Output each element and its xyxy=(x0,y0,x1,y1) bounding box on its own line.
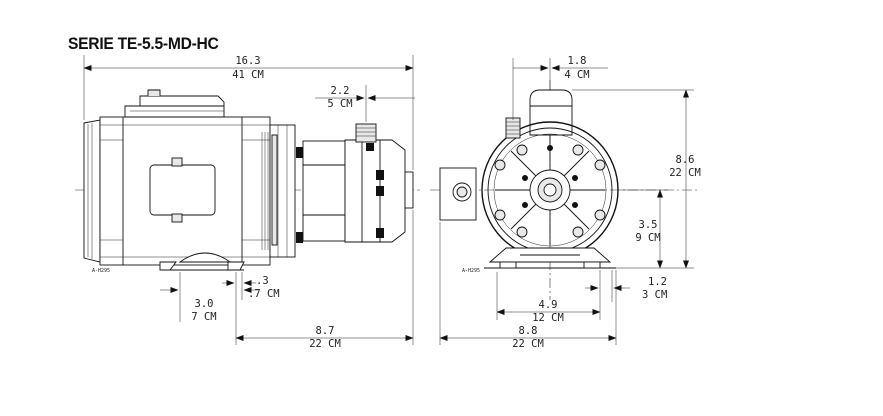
side-length-in: 8.7 xyxy=(316,325,335,337)
top-offset-in: 1.8 xyxy=(568,55,587,67)
junction-box xyxy=(124,95,225,118)
bolt-bottom xyxy=(296,232,303,243)
front-inlet xyxy=(505,117,521,139)
overall-height-cm: 22 CM xyxy=(669,167,701,179)
motor-fins xyxy=(261,132,269,250)
bolt-holes xyxy=(494,144,606,238)
base-height-in: 1.2 xyxy=(648,276,667,288)
shaft-height-in: 3.5 xyxy=(639,219,658,231)
overall-length-cm: 41 CM xyxy=(232,69,264,81)
side-foot-right xyxy=(227,261,245,271)
side-foot-left xyxy=(159,261,177,271)
side-dimensions: 16.3 41 CM 2.2 5 CM .3 .7 CM 3.0 7 CM 8.… xyxy=(83,55,415,350)
top-offset-cm: 4 CM xyxy=(564,69,589,81)
nameplate-screw-top xyxy=(171,157,183,167)
side-base-arch xyxy=(178,252,232,263)
side-view: A-H295 xyxy=(75,89,420,274)
side-part-code: A-H295 xyxy=(92,268,110,274)
conduit-knockout xyxy=(147,89,161,96)
nameplate xyxy=(149,164,216,216)
overall-width-in: 8.8 xyxy=(519,325,538,337)
bolt-top xyxy=(296,147,303,158)
front-dimensions: 1.8 4 CM 8.6 22 CM 3.5 9 CM 1.2 3 CM 4.9… xyxy=(439,55,701,350)
shaft-height-cm: 9 CM xyxy=(635,232,660,244)
half-width-in: 4.9 xyxy=(539,299,558,311)
foot-thickness-cm: .7 CM xyxy=(248,288,280,300)
inlet-offset-in: 2.2 xyxy=(331,85,350,97)
foot-offset-in: 3.0 xyxy=(195,298,214,310)
radial-ribs xyxy=(495,135,605,245)
front-junction-box xyxy=(529,89,573,136)
overall-length-in: 16.3 xyxy=(235,55,260,67)
pump-housing xyxy=(344,139,406,243)
front-part-code: A-H295 xyxy=(462,268,480,274)
overall-height-in: 8.6 xyxy=(676,154,695,166)
half-width-cm: 12 CM xyxy=(532,312,564,324)
foot-offset-cm: 7 CM xyxy=(191,311,216,323)
base-height-cm: 3 CM xyxy=(642,289,667,301)
pump-coupling xyxy=(302,140,346,242)
discharge-outlet xyxy=(404,171,414,209)
inlet-nozzle xyxy=(355,123,377,143)
overall-width-cm: 22 CM xyxy=(512,338,544,350)
inlet-offset-cm: 5 CM xyxy=(327,98,352,110)
nameplate-screw-bottom xyxy=(171,213,183,223)
drawing-title: SERIE TE-5.5-MD-HC xyxy=(68,34,219,53)
foot-thickness-in: .3 xyxy=(256,275,269,287)
side-length-cm: 22 CM xyxy=(309,338,341,350)
